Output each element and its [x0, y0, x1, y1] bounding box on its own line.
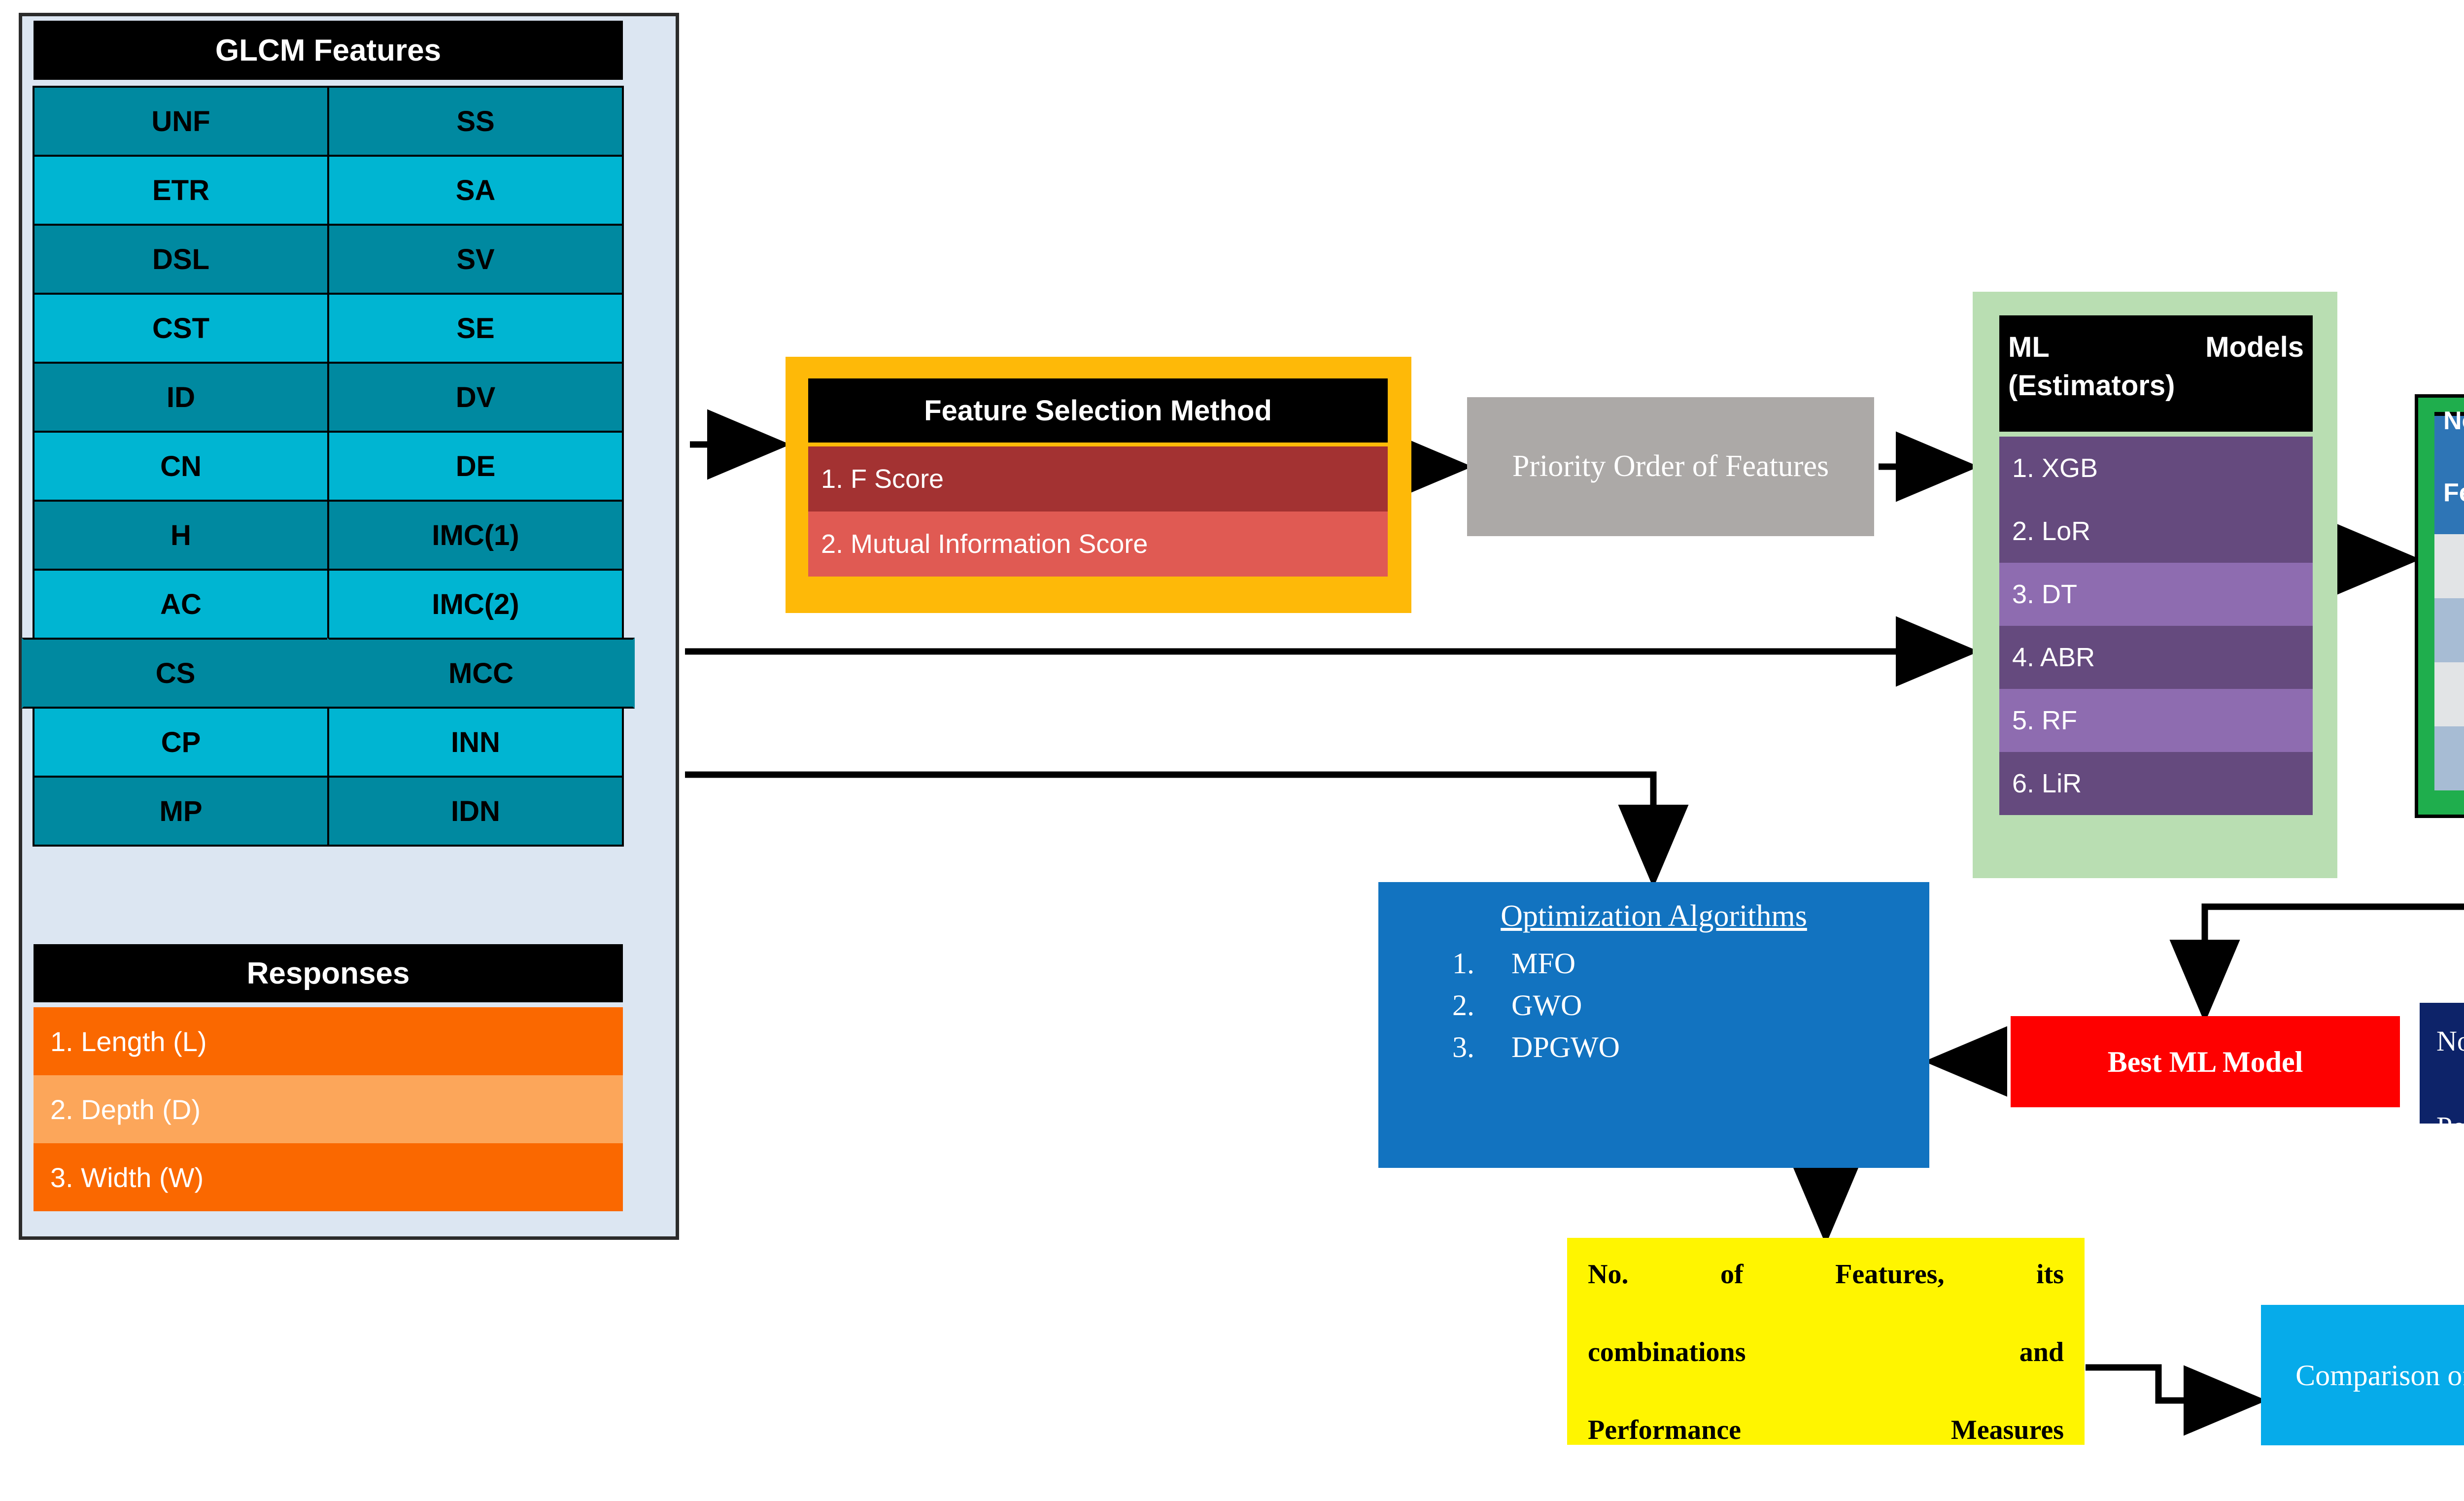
list-item: 1. MFO [1452, 947, 1910, 981]
feature-cell: H [33, 500, 329, 571]
feature-cell: IMC(1) [327, 500, 624, 571]
feature-cell: SS [327, 86, 624, 157]
cell-num-features: 15 [2434, 534, 2464, 598]
line-2: Performance Measures [2436, 1111, 2464, 1143]
optimization-title: Optimization Algorithms [1501, 899, 1807, 933]
list-item: 1. XGB [1999, 437, 2313, 500]
cell-num-features: 17 [2434, 598, 2464, 662]
feature-selection-title: Feature Selection Method [808, 378, 1388, 443]
list-item: 3. Width (W) [34, 1143, 623, 1211]
table-row: CP INN [33, 707, 624, 778]
line-3: Performance Measures [1588, 1415, 2064, 1445]
glcm-title: GLCM Features [34, 21, 623, 80]
feature-cell: IMC(2) [327, 569, 624, 640]
list-item: 2. Mutual Information Score [808, 512, 1388, 577]
table-row: AC IMC(2) [33, 569, 624, 640]
optimization-algorithms-panel: Optimization Algorithms 1. MFO 2. GWO 3.… [1378, 882, 1929, 1168]
feature-cell: DE [327, 431, 624, 502]
list-item: 2. GWO [1452, 989, 1910, 1023]
list-label: GWO [1511, 989, 1582, 1022]
feature-cell: SA [327, 155, 624, 226]
glcm-feature-grid: UNF SS ETR SA DSL SV CST SE ID DV CN DE … [22, 86, 635, 847]
list-item: 1. Length (L) [34, 1007, 623, 1075]
ml-models-list: 1. XGB 2. LoR 3. DT 4. ABR 5. RF 6. LiR [1999, 437, 2313, 815]
col-header-no-of-features: No. of Features [2434, 407, 2464, 534]
feature-cell: UNF [33, 86, 329, 157]
comparison-of-performance-box: Comparison of Performance [2261, 1305, 2464, 1445]
feature-cell: CN [33, 431, 329, 502]
list-item: 5. RF [1999, 689, 2313, 752]
line-2: combinations and [1588, 1337, 2064, 1367]
table-row: ETR SA [33, 155, 624, 226]
table-row: 21 [2434, 726, 2464, 790]
performance-table: No. of Features Performance Measures 15 … [2434, 407, 2464, 790]
list-label: MFO [1511, 947, 1576, 980]
priority-order-box: Priority Order of Features [1467, 397, 1874, 536]
feature-cell: CP [33, 707, 329, 778]
table-row: H IMC(1) [33, 500, 624, 571]
responses-title: Responses [34, 944, 623, 1002]
table-row: 19 [2434, 662, 2464, 726]
feature-cell: SE [327, 293, 624, 364]
list-item: 2. Depth (D) [34, 1075, 623, 1143]
table-row: UNF SS [33, 86, 624, 157]
list-number: 2. [1452, 989, 1474, 1022]
feature-cell: IDN [327, 776, 624, 847]
list-item: 4. ABR [1999, 626, 2313, 689]
list-item: 1. F Score [808, 446, 1388, 512]
arrow-glcm-to-optimization [685, 771, 1689, 888]
cell-num-features: 19 [2434, 662, 2464, 726]
feature-cell: ETR [33, 155, 329, 226]
feature-selection-list: 1. F Score 2. Mutual Information Score [808, 446, 1388, 577]
feature-cell: CS [22, 638, 329, 709]
feature-cell: SV [327, 224, 624, 295]
list-item: 6. LiR [1999, 752, 2313, 815]
list-label: DPGWO [1511, 1031, 1620, 1063]
responses-list: 1. Length (L) 2. Depth (D) 3. Width (W) [34, 1007, 623, 1211]
table-row: DSL SV [33, 224, 624, 295]
list-item: 3. DT [1999, 563, 2313, 626]
line-1: No. of Features and [2436, 1025, 2464, 1057]
feature-cell: CST [33, 293, 329, 364]
feature-cell: MCC [327, 638, 635, 709]
table-row: CS MCC [22, 638, 635, 709]
feature-cell: INN [327, 707, 624, 778]
list-number: 3. [1452, 1031, 1474, 1063]
combinations-and-performance-box: No. of Features, its combinations and Pe… [1567, 1238, 2085, 1445]
table-row: ID DV [33, 362, 624, 433]
feature-cell: AC [33, 569, 329, 640]
table-row: 15 R² [2434, 534, 2464, 598]
list-item: 2. LoR [1999, 500, 2313, 563]
feature-cell: DV [327, 362, 624, 433]
line-1: No. of Features, its [1588, 1259, 2064, 1290]
table-row: CN DE [33, 431, 624, 502]
feature-cell: MP [33, 776, 329, 847]
features-and-performance-box: No. of Features and Performance Measures [2420, 1003, 2464, 1143]
col-header-line1: No. of [2443, 407, 2464, 436]
feature-cell: DSL [33, 224, 329, 295]
arrow-combinations-to-comparison [2086, 1364, 2267, 1436]
best-ml-model-box: Best ML Model [2011, 1016, 2400, 1107]
feature-cell: ID [33, 362, 329, 433]
list-item: 3. DPGWO [1452, 1030, 1910, 1064]
cell-num-features: 21 [2434, 726, 2464, 790]
table-row: CST SE [33, 293, 624, 364]
table-row: 17 RMSE [2434, 598, 2464, 662]
table-header-row: No. of Features Performance Measures [2434, 407, 2464, 534]
list-number: 1. [1452, 947, 1474, 980]
table-row: MP IDN [33, 776, 624, 847]
col-header-line2: Features [2443, 478, 2464, 507]
ml-models-title: ML Models (Estimators) [1999, 315, 2313, 432]
